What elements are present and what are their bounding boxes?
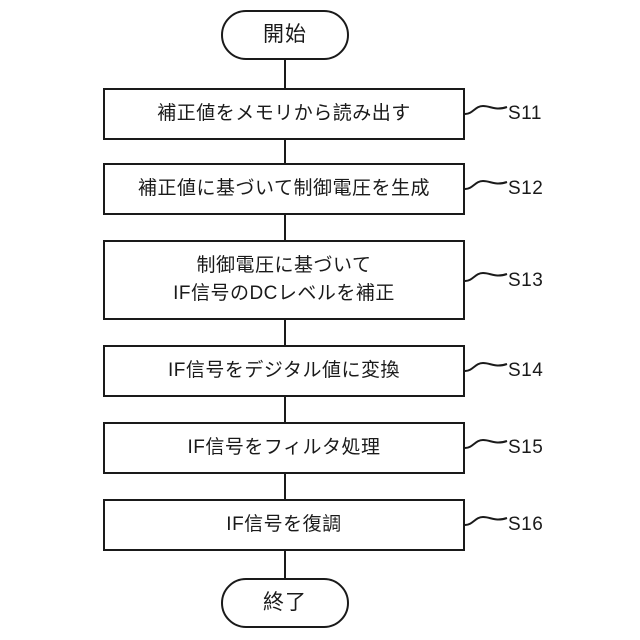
connector-s12-to-s13 <box>284 215 286 240</box>
process-label-s12: 補正値に基づいて制御電圧を生成 <box>138 178 430 200</box>
process-box-s14: IF信号をデジタル値に変換 <box>103 345 465 397</box>
step-id-label-s13: S13 <box>508 270 544 291</box>
leader-line-s16 <box>465 515 508 526</box>
leader-line-s15 <box>465 438 508 449</box>
step-id-label-s12: S12 <box>508 178 544 199</box>
start-terminal-node: 開始 <box>221 10 349 60</box>
leader-line-s14 <box>465 361 508 372</box>
process-box-s16: IF信号を復調 <box>103 499 465 551</box>
step-id-label-s14: S14 <box>508 360 544 381</box>
process-box-s12: 補正値に基づいて制御電圧を生成 <box>103 163 465 215</box>
connector-s16-to-end <box>284 551 286 578</box>
step-id-label-s16: S16 <box>508 514 544 535</box>
process-box-s15: IF信号をフィルタ処理 <box>103 422 465 474</box>
connector-s14-to-s15 <box>284 397 286 422</box>
end-terminal-label: 終了 <box>263 591 307 615</box>
leader-line-s11 <box>465 104 508 115</box>
process-label-s14: IF信号をデジタル値に変換 <box>167 360 400 382</box>
end-terminal-node: 終了 <box>221 578 349 628</box>
process-label-s13: 制御電圧に基づいて IF信号のDCレベルを補正 <box>173 255 395 304</box>
connector-s15-to-s16 <box>284 474 286 499</box>
connector-s13-to-s14 <box>284 320 286 345</box>
process-label-s15: IF信号をフィルタ処理 <box>187 437 381 459</box>
step-id-label-s11: S11 <box>508 103 542 124</box>
process-label-s11: 補正値をメモリから読み出す <box>157 103 411 125</box>
leader-line-s13 <box>465 271 508 282</box>
leader-line-s12 <box>465 179 508 190</box>
connector-start-to-s11 <box>284 60 286 88</box>
step-id-label-s15: S15 <box>508 437 544 458</box>
connector-s11-to-s12 <box>284 140 286 163</box>
process-box-s11: 補正値をメモリから読み出す <box>103 88 465 140</box>
process-label-s16: IF信号を復調 <box>226 514 342 536</box>
start-terminal-label: 開始 <box>263 23 307 47</box>
process-box-s13: 制御電圧に基づいて IF信号のDCレベルを補正 <box>103 240 465 320</box>
